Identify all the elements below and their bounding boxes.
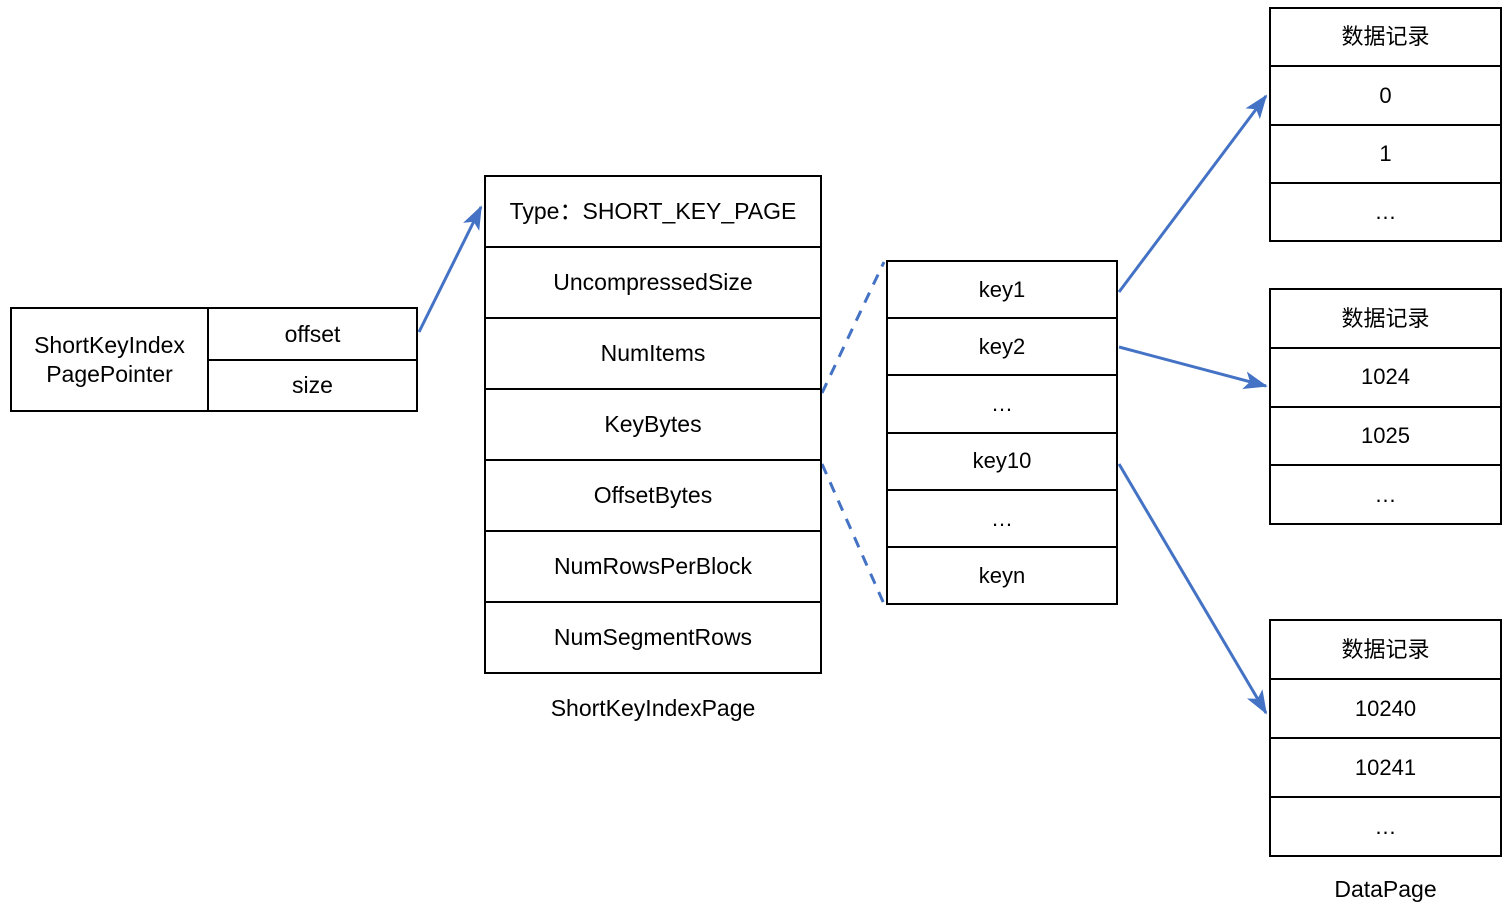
pointer-label-line2: PagePointer (46, 360, 173, 387)
data-page-caption: DataPage (1334, 876, 1437, 902)
data-page-1-row-1: 1025 (1271, 408, 1500, 467)
pointer-field-size: size (292, 372, 333, 399)
pointer-fields: offset size (209, 309, 416, 410)
arrow-key2-to-datapage-1 (1118, 345, 1268, 390)
data-page-2-header: 数据记录 (1271, 621, 1500, 680)
skip-row-numsegmentrows: NumSegmentRows (553, 624, 753, 651)
key-row-1: key1 (888, 262, 1116, 320)
short-key-index-page-caption: ShortKeyIndexPage (550, 695, 756, 721)
data-page-0-row-1: 1 (1271, 126, 1500, 184)
data-page-1-header: 数据记录 (1271, 290, 1500, 349)
data-page-1-row-2: … (1374, 481, 1397, 507)
key-row-2: key2 (888, 319, 1116, 377)
data-page-0-row-2: … (1374, 199, 1397, 225)
arrow-offset-to-shortkeyindexpage (417, 205, 483, 333)
skip-row-keybytes: KeyBytes (486, 390, 820, 461)
dashed-keybytes-top-to-keylist (820, 261, 886, 394)
short-key-index-page-pointer-box: ShortKeyIndex PagePointer offset size (10, 307, 418, 412)
key-row-ellipsis-1: … (888, 376, 1116, 434)
arrow-key1-to-datapage-0 (1117, 94, 1268, 293)
pointer-label: ShortKeyIndex PagePointer (12, 309, 209, 410)
skip-row-offsetbytes: OffsetBytes (486, 461, 820, 532)
data-page-0-row-0: 0 (1271, 67, 1500, 126)
key-row-ellipsis-2: … (888, 491, 1116, 548)
key-row-n: keyn (978, 562, 1026, 588)
data-page-2-row-1: 10241 (1271, 739, 1500, 798)
skip-row-uncompressedsize: UncompressedSize (486, 248, 820, 319)
skip-row-type: Type：SHORT_KEY_PAGE (486, 177, 820, 248)
data-page-1-row-0: 1024 (1271, 349, 1500, 408)
data-page-2-row-2: … (1374, 813, 1397, 839)
pointer-label-line1: ShortKeyIndex (34, 331, 185, 358)
data-page-0-header: 数据记录 (1271, 9, 1500, 68)
dashed-keybytes-bottom-to-keylist (820, 463, 886, 605)
skip-row-numrowsperblock: NumRowsPerBlock (486, 532, 820, 603)
data-page-box-2: 数据记录 10240 10241 … (1269, 619, 1502, 857)
short-key-index-page-box: Type：SHORT_KEY_PAGE UncompressedSize Num… (484, 175, 822, 674)
key-list-box: key1 key2 … key10 … keyn (886, 260, 1118, 605)
skip-row-numitems: NumItems (486, 319, 820, 390)
data-page-box-1: 数据记录 1024 1025 … (1269, 288, 1502, 525)
data-page-2-row-0: 10240 (1271, 680, 1500, 739)
key-row-10: key10 (888, 434, 1116, 491)
pointer-field-offset: offset (209, 309, 416, 361)
arrow-key10-to-datapage-2 (1117, 463, 1268, 715)
data-page-box-0: 数据记录 0 1 … (1269, 7, 1502, 242)
